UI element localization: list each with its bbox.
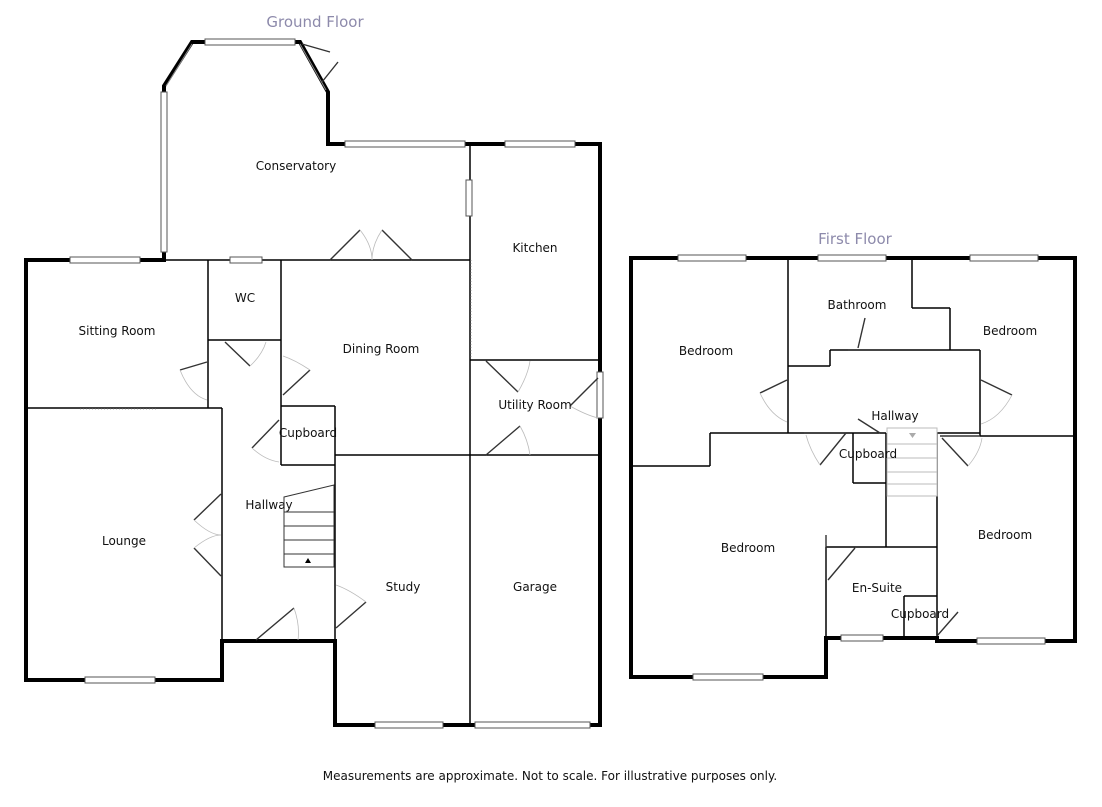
ground-floor-plan: Ground Floor Conservatory Kitchen WC Sit… — [24, 13, 604, 729]
first-floor-interior-walls — [631, 258, 1075, 641]
room-label-bedroom-front-left: Bedroom — [721, 541, 775, 555]
room-label-garage: Garage — [513, 580, 557, 594]
room-label-conservatory: Conservatory — [256, 159, 336, 173]
room-label-first-floor-cupboard: Cupboard — [839, 447, 897, 461]
room-label-bedroom-front-right: Bedroom — [978, 528, 1032, 542]
room-label-bathroom: Bathroom — [828, 298, 887, 312]
room-label-kitchen: Kitchen — [512, 241, 557, 255]
room-label-hallway: Hallway — [245, 498, 292, 512]
room-label-sitting-room: Sitting Room — [79, 324, 156, 338]
room-label-wc: WC — [235, 291, 255, 305]
first-floor-title: First Floor — [818, 230, 892, 248]
disclaimer-note: Measurements are approximate. Not to sca… — [323, 769, 777, 783]
first-floor-stairs — [886, 427, 938, 497]
first-floor-windows — [677, 254, 1046, 681]
ground-floor-interior-walls — [26, 144, 600, 725]
room-label-cupboard: Cupboard — [279, 426, 337, 440]
room-label-en-suite-cupboard: Cupboard — [891, 607, 949, 621]
room-label-utility-room: Utility Room — [498, 398, 571, 412]
ground-floor-stairs — [283, 484, 335, 568]
room-label-en-suite: En-Suite — [852, 581, 902, 595]
room-label-study: Study — [386, 580, 421, 594]
ground-floor-windows — [69, 38, 604, 729]
room-label-bedroom-rear-left: Bedroom — [679, 344, 733, 358]
room-label-lounge: Lounge — [102, 534, 146, 548]
ground-floor-title: Ground Floor — [266, 13, 364, 31]
room-label-bedroom-rear-right: Bedroom — [983, 324, 1037, 338]
room-label-dining-room: Dining Room — [343, 342, 420, 356]
first-floor-plan: First Floor Bathroom Bedroom Bedroom Hal… — [629, 230, 1077, 681]
room-label-first-floor-hallway: Hallway — [871, 409, 918, 423]
first-floor-doors — [759, 317, 1013, 637]
ground-floor-doors — [179, 43, 599, 641]
